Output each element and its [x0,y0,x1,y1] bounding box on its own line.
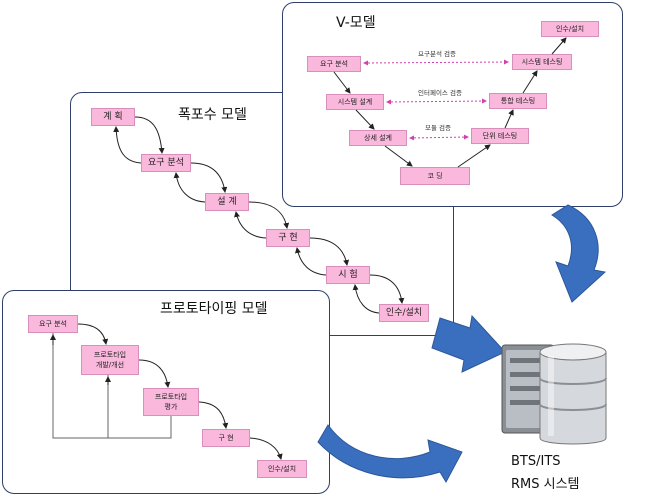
waterfall-step-plan: 계 획 [91,108,135,126]
waterfall-arrow-5 [369,274,405,304]
vmodel-step-requirements: 요구 분석 [307,56,361,72]
big-arrow-prototyping [317,424,463,484]
vmodel-link-interface: 인터페이스 검증 [418,89,462,97]
waterfall-arrow-3 [248,201,290,229]
vmodel-title: V-모델 [336,15,376,31]
waterfall-step-implementation: 구 현 [266,229,310,247]
vmodel-link-line-3 [409,134,469,141]
waterfall-feedback-2 [173,172,206,203]
waterfall-title: 폭포수 모델 [178,107,247,123]
waterfall-step-install: 인수/설치 [379,304,429,322]
waterfall-step-requirements: 요구 분석 [141,154,191,172]
waterfall-arrow-4 [309,237,350,266]
prototyping-arrow-3 [198,401,229,429]
vmodel-step-detail-design: 상세 설계 [349,130,407,146]
waterfall-feedback-4 [294,247,327,276]
vmodel-arrow-7 [551,37,567,55]
vmodel-step-system-test: 시스템 테스팅 [512,54,572,70]
prototyping-title: 프로토타이핑 모델 [160,301,268,317]
prototyping-arrow-1 [77,323,109,345]
prototyping-arrow-4 [249,437,283,460]
waterfall-step-design: 설 계 [205,193,249,211]
vmodel-arrow-4 [457,144,491,168]
vmodel-step-unit-test: 단위 테스팅 [471,128,529,144]
vmodel-step-install: 인수/설치 [541,21,599,37]
vmodel-arrow-3 [384,145,413,167]
waterfall-feedback-5 [352,284,380,314]
prototyping-step-develop: 프로토타입 개발/개선 [81,345,139,375]
vmodel-link-module: 모듈 검증 [425,124,451,132]
vmodel-link-requirements: 요구분석 검증 [418,50,456,58]
big-arrow-vmodel [551,204,607,303]
vmodel-arrow-5 [504,109,514,129]
vmodel-step-coding: 코 딩 [400,167,470,185]
system-label-line1: BTS/ITS [511,454,561,469]
vmodel-arrow-1 [333,71,351,94]
vmodel-step-system-design: 시스템 설계 [326,94,384,110]
waterfall-arrow-1 [134,116,165,154]
prototyping-step-evaluate: 프로토타입 평가 [143,388,199,416]
waterfall-arrow-2 [190,162,228,193]
waterfall-feedback-3 [234,211,267,239]
vmodel-step-integration-test: 통합 테스팅 [489,93,547,109]
prototyping-step-install: 인수/설치 [257,460,307,478]
vmodel-link-line-2 [386,98,487,105]
vmodel-arrow-2 [355,109,375,130]
waterfall-step-test: 시 험 [326,266,370,284]
system-label-line2: RMS 시스템 [511,477,580,492]
big-arrow-group [317,204,607,484]
big-arrow-waterfall [431,314,506,373]
prototyping-arrow-2 [138,359,171,388]
waterfall-feedback-1 [113,126,142,164]
prototyping-step-requirements: 요구 분석 [28,315,78,333]
vmodel-link-line-1 [363,59,509,66]
vmodel-arrow-6 [522,70,538,94]
server-database-icon [501,343,607,445]
prototyping-step-implementation: 구 현 [202,429,250,447]
prototyping-feedback-line [52,333,172,439]
